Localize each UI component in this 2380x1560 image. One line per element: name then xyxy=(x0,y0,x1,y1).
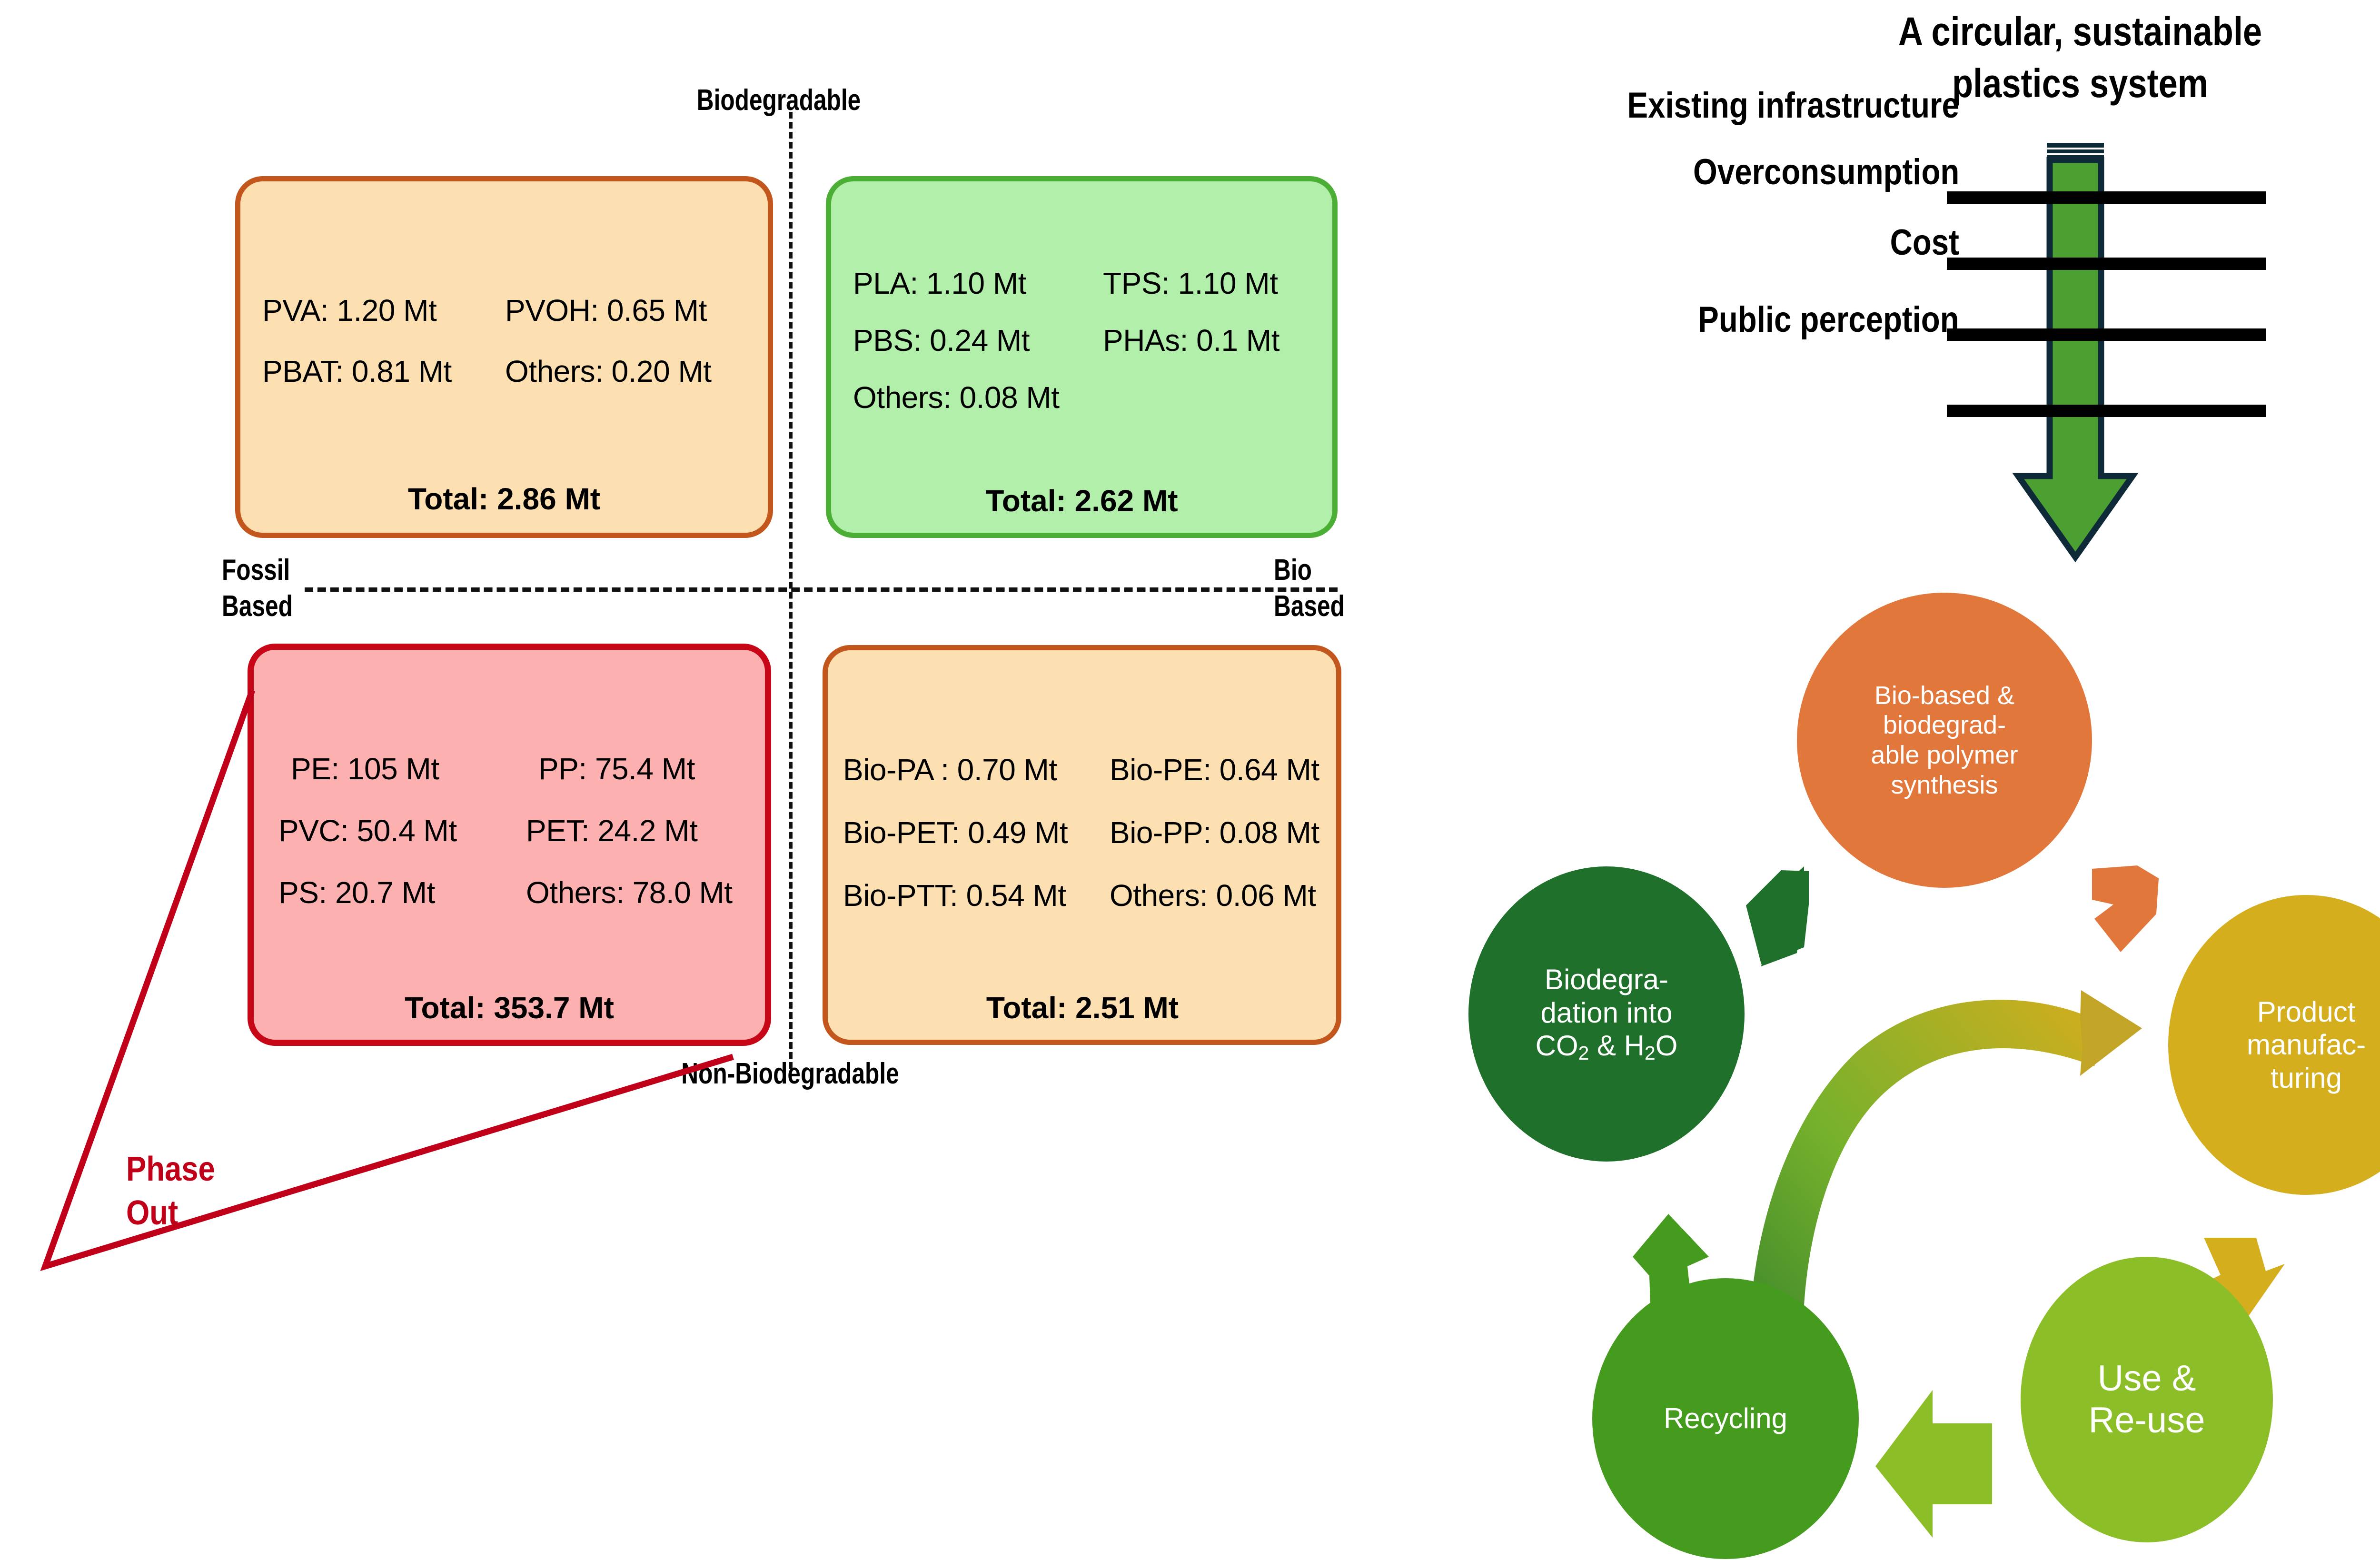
quadrant-total: Total: 2.51 Mt xyxy=(986,991,1179,1025)
sustainable-system-panel: A circular, sustainable plastics system … xyxy=(1404,0,2380,581)
quadrant-fossil-nonbiodegradable: PE: 105 Mt PP: 75.4 Mt PVC: 50.4 Mt PET:… xyxy=(248,644,771,1046)
quadrant-row: PVA: 1.20 Mt PVOH: 0.65 Mt xyxy=(262,293,746,328)
polymer-entry: Others: 0.20 Mt xyxy=(505,354,712,388)
quadrant-row: PE: 105 Mt PP: 75.4 Mt xyxy=(273,751,746,786)
quadrant-total: Total: 2.86 Mt xyxy=(407,482,601,516)
polymer-entry: PVOH: 0.65 Mt xyxy=(505,293,707,328)
phase-out-label: Phase Out xyxy=(126,1150,215,1232)
polymer-entry: Bio-PET: 0.49 Mt xyxy=(843,815,1068,850)
barrier-label: Cost xyxy=(1890,222,1959,263)
polymer-entry: Others: 0.08 Mt xyxy=(853,380,1060,415)
quadrant-row: Bio-PTT: 0.54 Mt Others: 0.06 Mt xyxy=(843,878,1322,913)
cycle-node-recycling[interactable]: Recycling xyxy=(1592,1278,1859,1559)
cycle-node-label: Bio-based & biodegrad- able polymer synt… xyxy=(1871,681,2018,799)
quadrant-row: PBAT: 0.81 Mt Others: 0.20 Mt xyxy=(262,354,746,389)
quadrant-row: Bio-PET: 0.49 Mt Bio-PP: 0.08 Mt xyxy=(843,815,1322,850)
cycle-node-label: Product manufac- turing xyxy=(2246,995,2366,1094)
quadrant-row: PLA: 1.10 Mt TPS: 1.10 Mt xyxy=(853,266,1310,301)
polymer-entry: Bio-PP: 0.08 Mt xyxy=(1110,815,1319,850)
polymer-entry: Others: 0.06 Mt xyxy=(1110,878,1316,913)
quadrant-row: Others: 0.08 Mt xyxy=(853,380,1310,415)
cycle-node-label: Use & Re-use xyxy=(2088,1358,2205,1441)
system-title: A circular, sustainable plastics system xyxy=(1898,9,2262,106)
polymer-entry: TPS: 1.10 Mt xyxy=(1103,266,1278,300)
cycle-node-label: Recycling xyxy=(1663,1402,1788,1435)
polymer-entry: PLA: 1.10 Mt xyxy=(853,266,1026,300)
plastics-quadrant-matrix: Biodegradable Non-Biodegradable Fossil B… xyxy=(40,84,1345,1271)
barrier-bar xyxy=(1947,191,2266,204)
barrier-bar xyxy=(1947,258,2266,270)
divider-horizontal xyxy=(305,587,1338,592)
arrow-biodegradation-to-synthesis xyxy=(1746,866,1809,966)
quadrant-total: Total: 2.62 Mt xyxy=(985,484,1178,518)
quadrant-row: PVC: 50.4 Mt PET: 24.2 Mt xyxy=(273,813,746,848)
quadrant-bio-biodegradable: PLA: 1.10 Mt TPS: 1.10 Mt PBS: 0.24 Mt P… xyxy=(826,176,1338,538)
barrier-bar xyxy=(1947,405,2266,417)
quadrant-row: PS: 20.7 Mt Others: 78.0 Mt xyxy=(273,875,746,910)
barrier-label: Public perception xyxy=(1698,299,1959,340)
cycle-node-manufacturing[interactable]: Product manufac- turing xyxy=(2168,895,2380,1195)
polymer-entry: PE: 105 Mt xyxy=(291,751,439,786)
progress-arrow-icon xyxy=(2012,143,2139,563)
polymer-entry: PET: 24.2 Mt xyxy=(526,813,698,848)
axis-label-bio-based: Bio Based xyxy=(1274,554,1345,623)
cycle-node-synthesis[interactable]: Bio-based & biodegrad- able polymer synt… xyxy=(1797,593,2092,888)
quadrant-bio-nonbiodegradable: Bio-PA : 0.70 Mt Bio-PE: 0.64 Mt Bio-PET… xyxy=(823,645,1341,1045)
axis-label-fossil-based: Fossil Based xyxy=(222,554,293,623)
polymer-entry: PVC: 50.4 Mt xyxy=(278,813,457,848)
barrier-label: Overconsumption xyxy=(1693,152,1959,192)
polymer-entry: PHAs: 0.1 Mt xyxy=(1103,323,1280,358)
polymer-entry: Bio-PTT: 0.54 Mt xyxy=(843,878,1066,913)
quadrant-fossil-biodegradable: PVA: 1.20 Mt PVOH: 0.65 Mt PBAT: 0.81 Mt… xyxy=(235,176,773,538)
circular-economy-cycle: Bio-based & biodegrad- able polymer synt… xyxy=(1428,571,2380,1560)
quadrant-row: PBS: 0.24 Mt PHAs: 0.1 Mt xyxy=(853,323,1310,358)
polymer-entry: Others: 78.0 Mt xyxy=(526,875,733,910)
polymer-entry: Bio-PA : 0.70 Mt xyxy=(843,753,1057,787)
arrow-use-to-recycling xyxy=(1875,1390,1992,1538)
cycle-node-use-reuse[interactable]: Use & Re-use xyxy=(2021,1257,2273,1542)
polymer-entry: PVA: 1.20 Mt xyxy=(262,293,437,328)
axis-label-biodegradable: Biodegradable xyxy=(696,84,861,117)
arrow-synthesis-to-manufacturing xyxy=(2092,865,2159,952)
barrier-label: Existing infrastructure xyxy=(1627,85,1959,126)
barrier-bar xyxy=(1947,328,2266,341)
quadrant-row: Bio-PA : 0.70 Mt Bio-PE: 0.64 Mt xyxy=(843,752,1322,787)
polymer-entry: PBS: 0.24 Mt xyxy=(853,323,1030,358)
polymer-entry: PS: 20.7 Mt xyxy=(278,875,435,910)
quadrant-total: Total: 353.7 Mt xyxy=(405,991,614,1025)
polymer-entry: PP: 75.4 Mt xyxy=(538,751,695,786)
polymer-entry: PBAT: 0.81 Mt xyxy=(262,354,452,388)
polymer-entry: Bio-PE: 0.64 Mt xyxy=(1110,753,1319,787)
